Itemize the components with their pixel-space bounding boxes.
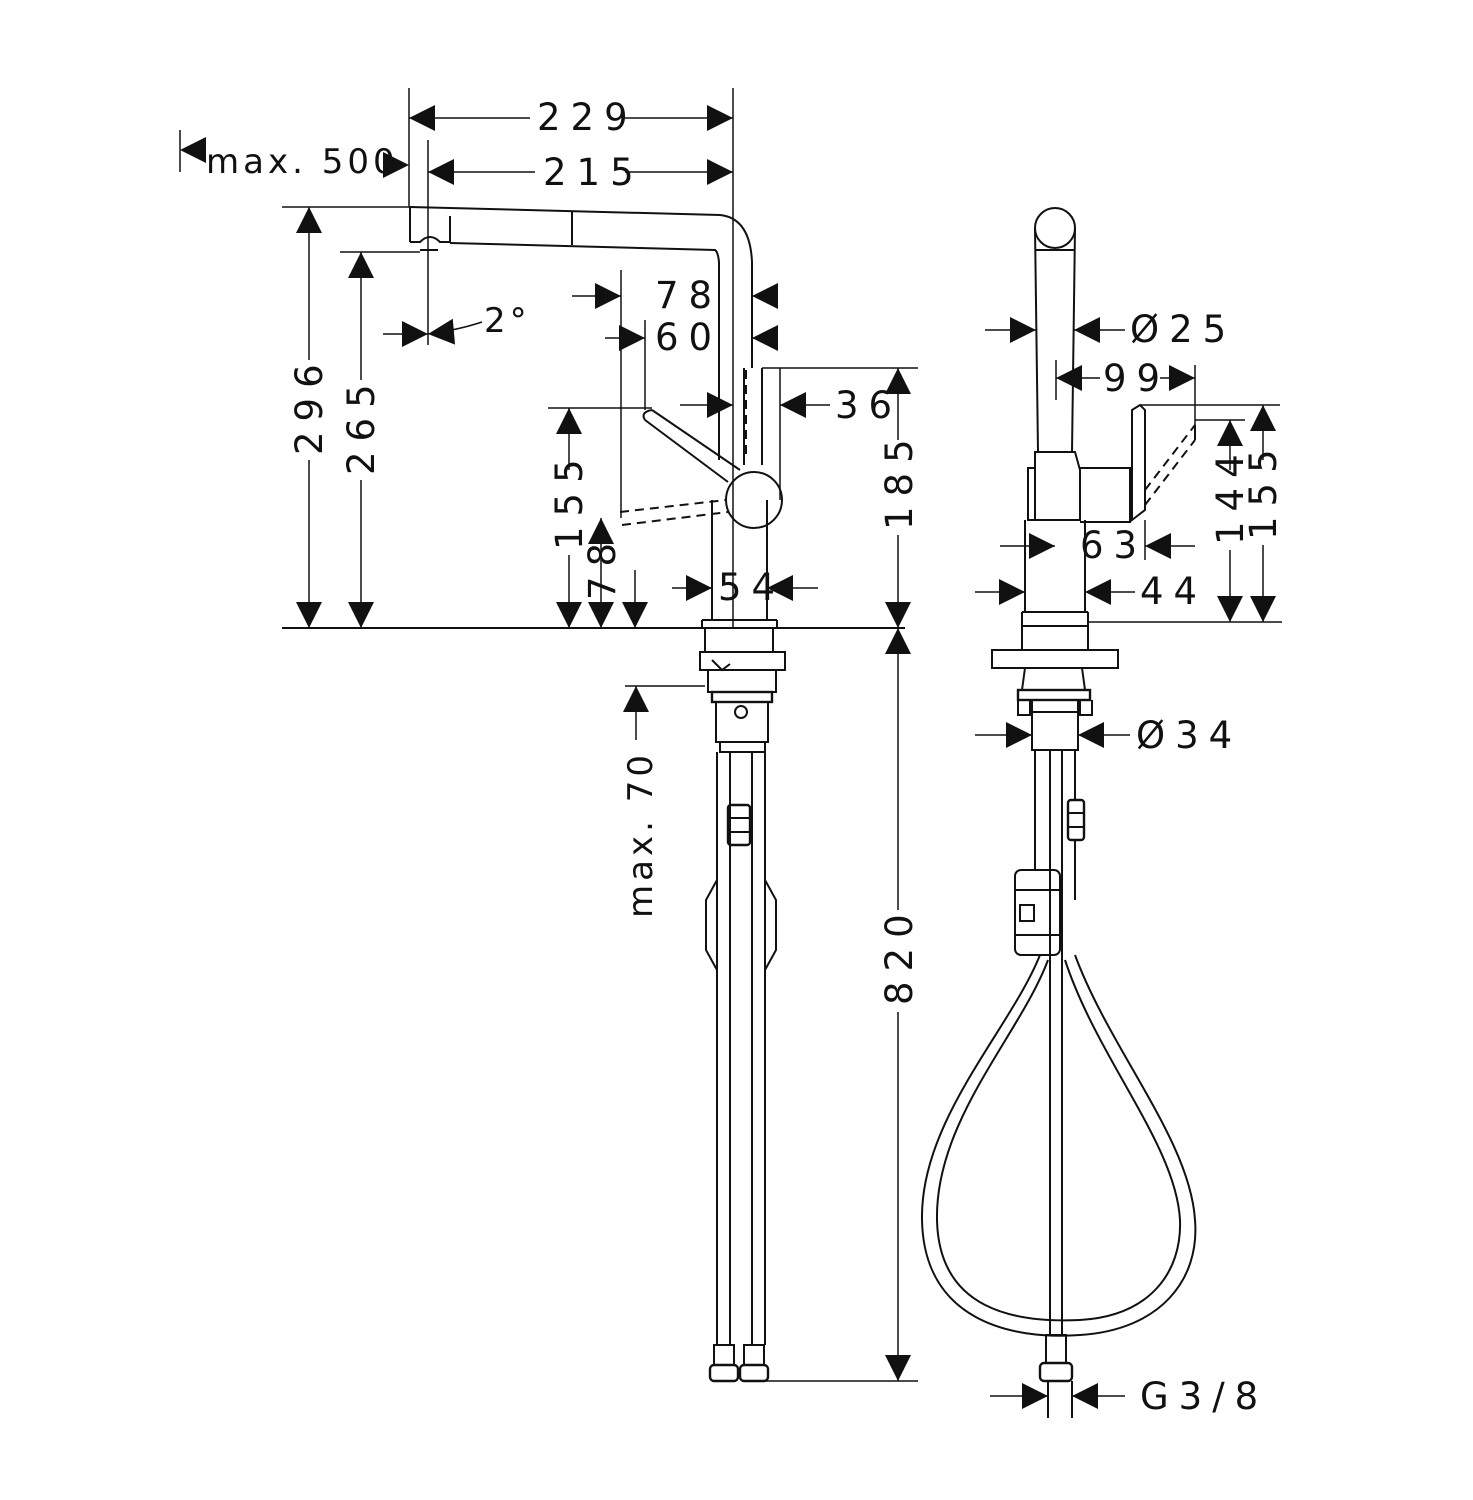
dim-dia25: Ø25 xyxy=(985,308,1236,351)
dim-144-label: 144 xyxy=(1209,444,1252,545)
hose-weight xyxy=(1014,869,1061,956)
dim-155-front-label: 155 xyxy=(548,449,591,550)
lever-handle xyxy=(619,370,763,526)
side-body xyxy=(1021,451,1131,627)
dim-dia34-label: Ø34 xyxy=(1136,714,1242,757)
lever-hub xyxy=(725,471,783,529)
dim-78-side-label: 78 xyxy=(581,533,624,600)
dim-296: 296 xyxy=(282,206,410,628)
dim-2deg-label: 2° xyxy=(484,301,531,341)
dim-63-label: 63 xyxy=(1080,524,1147,567)
dim-54-label: 54 xyxy=(718,566,785,609)
side-lever xyxy=(1131,403,1280,523)
dim-max70: max. 70 xyxy=(621,685,705,918)
mounting-assembly xyxy=(699,627,786,753)
spout-head xyxy=(1034,207,1076,249)
dim-g38-label: G3/8 xyxy=(1140,1375,1268,1418)
dim-dia34: Ø34 xyxy=(975,714,1242,757)
dim-144: 144 xyxy=(1195,419,1252,622)
dim-g38: G3/8 xyxy=(990,1375,1268,1418)
dim-max500: max. 500 xyxy=(179,130,409,182)
dim-215: 215 xyxy=(427,140,733,345)
dim-78-side: 78 xyxy=(581,518,648,628)
dim-820: 820 xyxy=(765,628,921,1382)
dim-296-label: 296 xyxy=(288,354,331,455)
dim-265-label: 265 xyxy=(340,374,383,475)
dim-78-top: 78 xyxy=(572,270,778,518)
dim-155-side-label: 155 xyxy=(1242,439,1285,540)
dim-60-label: 60 xyxy=(655,316,722,359)
dim-265: 265 xyxy=(340,251,420,628)
dim-185-label: 185 xyxy=(878,429,921,530)
dim-99: 99 xyxy=(1055,357,1196,425)
side-view: Ø25 99 144 155 xyxy=(920,207,1285,1418)
side-hoses xyxy=(920,750,1197,1418)
dim-229-label: 229 xyxy=(537,96,638,139)
dim-max70-label: max. 70 xyxy=(621,751,661,918)
dim-44: 44 xyxy=(975,570,1207,613)
dim-2deg: 2° xyxy=(383,301,531,347)
dim-max500-label: max. 500 xyxy=(206,142,399,182)
dim-820-label: 820 xyxy=(878,904,921,1005)
dim-44-label: 44 xyxy=(1140,570,1207,613)
front-view: 229 max. 500 215 78 xyxy=(179,88,921,1383)
dim-54: 54 xyxy=(672,566,818,609)
dim-dia25-label: Ø25 xyxy=(1130,308,1236,351)
dim-155-front: 155 xyxy=(548,407,652,628)
dim-155-side: 155 xyxy=(1088,405,1285,623)
dim-229: 229 xyxy=(408,88,734,628)
side-mounting xyxy=(991,626,1119,751)
dim-63: 63 xyxy=(1000,520,1195,567)
dim-60: 60 xyxy=(605,316,778,410)
dim-78-top-label: 78 xyxy=(655,274,722,317)
supply-hoses xyxy=(705,752,777,1383)
dim-36-label: 36 xyxy=(835,384,902,427)
spout xyxy=(409,206,753,460)
dim-185: 185 xyxy=(762,367,921,628)
dim-99-label: 99 xyxy=(1103,357,1170,400)
dim-36: 36 xyxy=(680,368,902,500)
dim-215-label: 215 xyxy=(543,151,644,194)
